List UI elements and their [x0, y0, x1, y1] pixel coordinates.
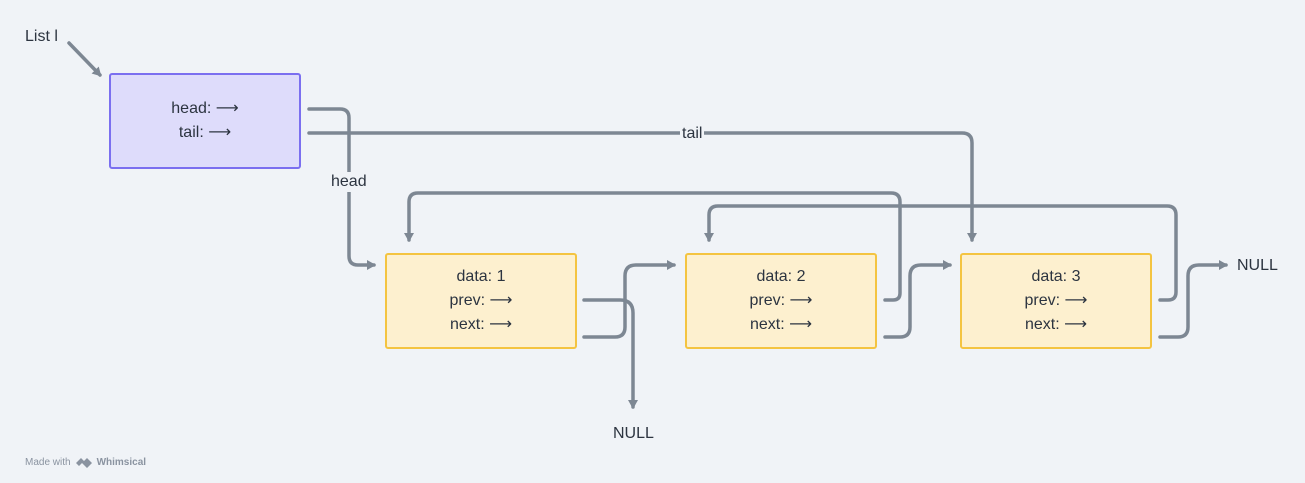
whimsical-logo-icon — [76, 458, 92, 468]
node2-prev-to-node1-arrow — [404, 191, 902, 302]
node-3-box: data: 3 prev: ⟶ next: ⟶ — [960, 253, 1152, 349]
node3-prev-to-node2-arrow — [704, 204, 1178, 302]
watermark-prefix: Made with — [25, 457, 71, 468]
tail-edge-label: tail — [680, 124, 705, 144]
node-2-data-field: data: 2 — [756, 268, 806, 285]
list-pointer-arrow — [67, 41, 102, 77]
node-1-next-field: next: ⟶ — [449, 316, 513, 333]
node-3-prev-field: prev: ⟶ — [1024, 292, 1088, 309]
node-1-prev-field: prev: ⟶ — [449, 292, 513, 309]
node2-next-to-node3-arrow — [883, 260, 952, 339]
list-struct-box: head: ⟶ tail: ⟶ — [109, 73, 301, 169]
node1-prev-to-null-arrow — [582, 298, 638, 409]
node-3-next-field: next: ⟶ — [1024, 316, 1088, 333]
node-2-prev-field: prev: ⟶ — [749, 292, 813, 309]
null-label-bottom: NULL — [613, 425, 654, 442]
node-3-data-field: data: 3 — [1031, 268, 1081, 285]
whimsical-watermark[interactable]: Made with Whimsical — [25, 457, 146, 468]
list-tail-field: tail: ⟶ — [178, 124, 232, 141]
watermark-brand: Whimsical — [96, 457, 147, 468]
null-label-right: NULL — [1237, 257, 1278, 274]
node-1-data-field: data: 1 — [456, 268, 506, 285]
list-head-field: head: ⟶ — [171, 100, 239, 117]
node-2-box: data: 2 prev: ⟶ next: ⟶ — [685, 253, 877, 349]
head-edge-label: head — [329, 172, 369, 192]
list-title: List l — [25, 28, 58, 45]
node-1-box: data: 1 prev: ⟶ next: ⟶ — [385, 253, 577, 349]
tail-pointer-arrow — [307, 131, 977, 242]
node-2-next-field: next: ⟶ — [749, 316, 813, 333]
node3-next-to-null-arrow — [1158, 260, 1228, 339]
node1-next-to-node2-arrow — [582, 260, 676, 339]
